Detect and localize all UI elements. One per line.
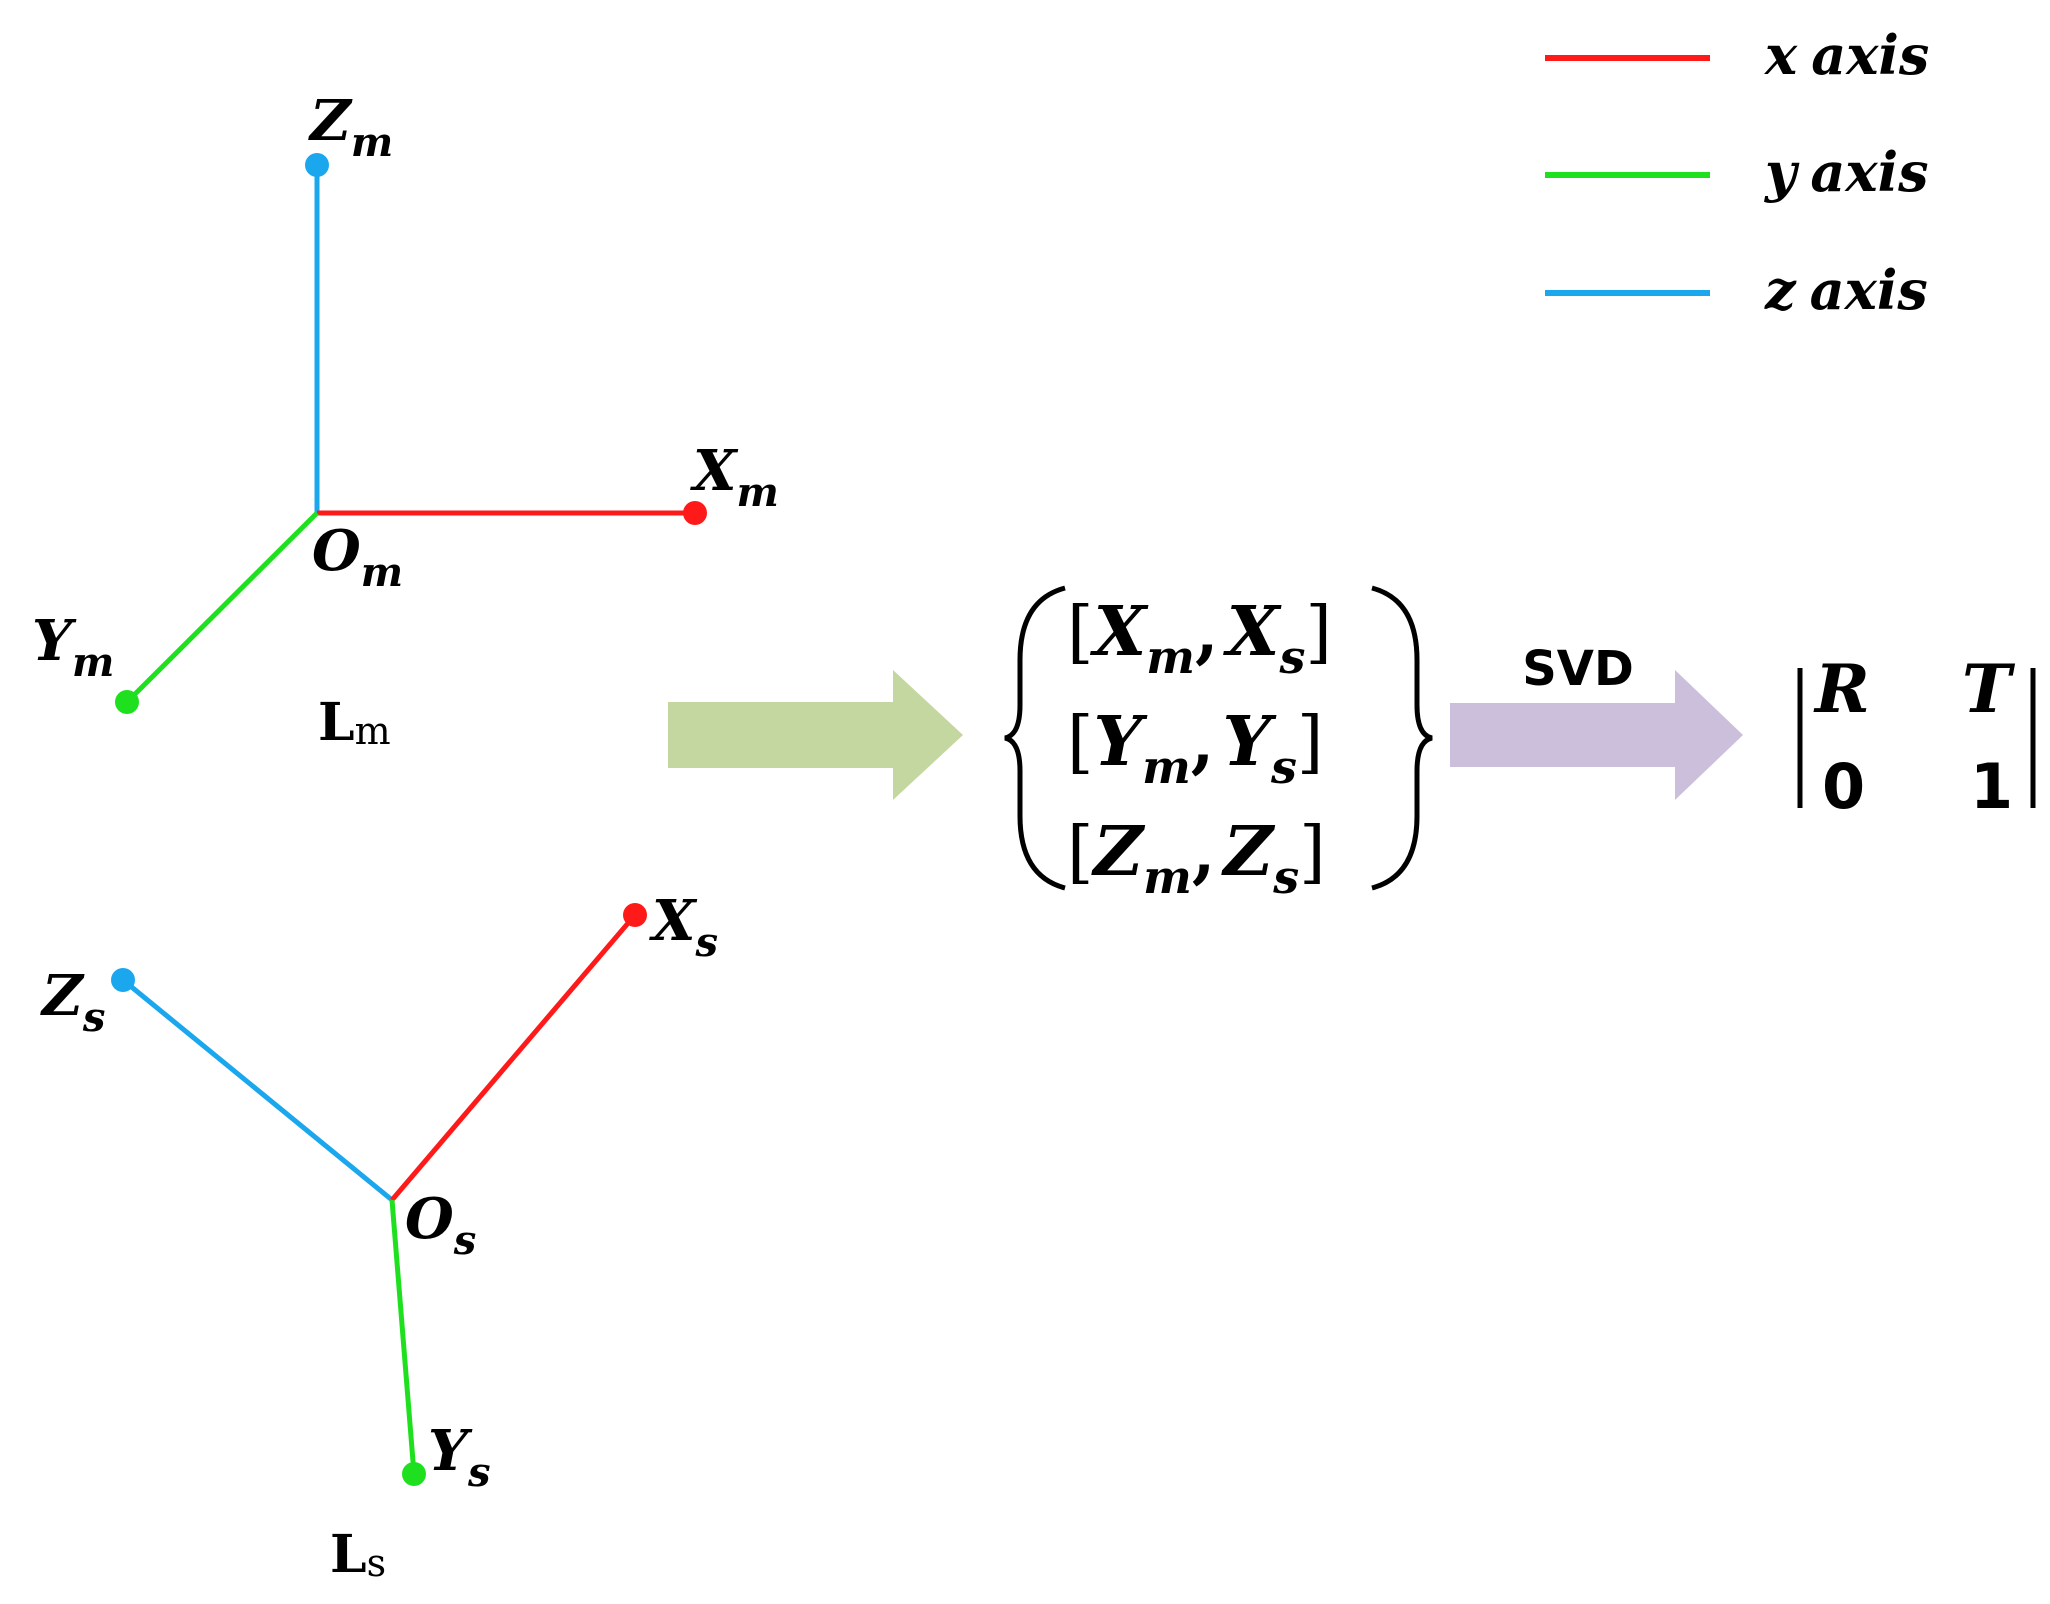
frame-s-y-end-dot	[402, 1462, 426, 1486]
frame-m-y-end-dot	[115, 690, 139, 714]
transform-matrix: R T 0 1	[1797, 650, 2036, 823]
frame-s: Xs Zs Os Ys Ls	[40, 888, 718, 1585]
svd-arrow	[1450, 670, 1743, 800]
left-brace	[1004, 585, 1066, 891]
frame-s-origin-label: Os	[405, 1186, 476, 1264]
frame-s-z-axis	[121, 978, 394, 1202]
frame-m-origin-label: Om	[312, 518, 403, 596]
matrix-r: R	[1813, 650, 1870, 728]
frame-s-name: Ls	[330, 1524, 386, 1585]
pair-z: [Zm,Zs]	[1067, 812, 1326, 904]
frame-s-z-end-dot	[111, 968, 135, 992]
frame-m: Zm Xm Om Ym Lm	[32, 88, 779, 753]
matrix-t: T	[1962, 650, 2016, 728]
frame-m-y-axis	[125, 511, 319, 704]
frame-m-z-label: Zm	[308, 88, 393, 166]
frame-s-x-end-dot	[623, 903, 647, 927]
frame-s-y-axis	[389, 1199, 417, 1475]
matrix-zero: 0	[1822, 750, 1865, 823]
frame-s-y-label: Ys	[428, 1418, 491, 1496]
green-arrow	[668, 670, 963, 800]
frame-m-name: Lm	[318, 692, 391, 753]
frame-m-x-end-dot	[683, 501, 707, 525]
svd-label: SVD	[1522, 641, 1634, 697]
frame-m-x-label: Xm	[690, 438, 779, 516]
frame-s-x-label: Xs	[649, 888, 718, 966]
frame-s-x-axis	[390, 913, 637, 1202]
pair-y: [Ym,Ys]	[1067, 702, 1323, 794]
frame-m-z-end-dot	[305, 153, 329, 177]
correspondence-set: [Xm,Xs] [Ym,Ys] [Zm,Zs]	[1004, 585, 1433, 904]
matrix-one: 1	[1970, 750, 2013, 823]
pair-x: [Xm,Xs]	[1067, 592, 1332, 684]
right-brace	[1371, 585, 1433, 891]
frame-s-z-label: Zs	[40, 963, 105, 1041]
frame-m-y-label: Ym	[32, 608, 114, 686]
